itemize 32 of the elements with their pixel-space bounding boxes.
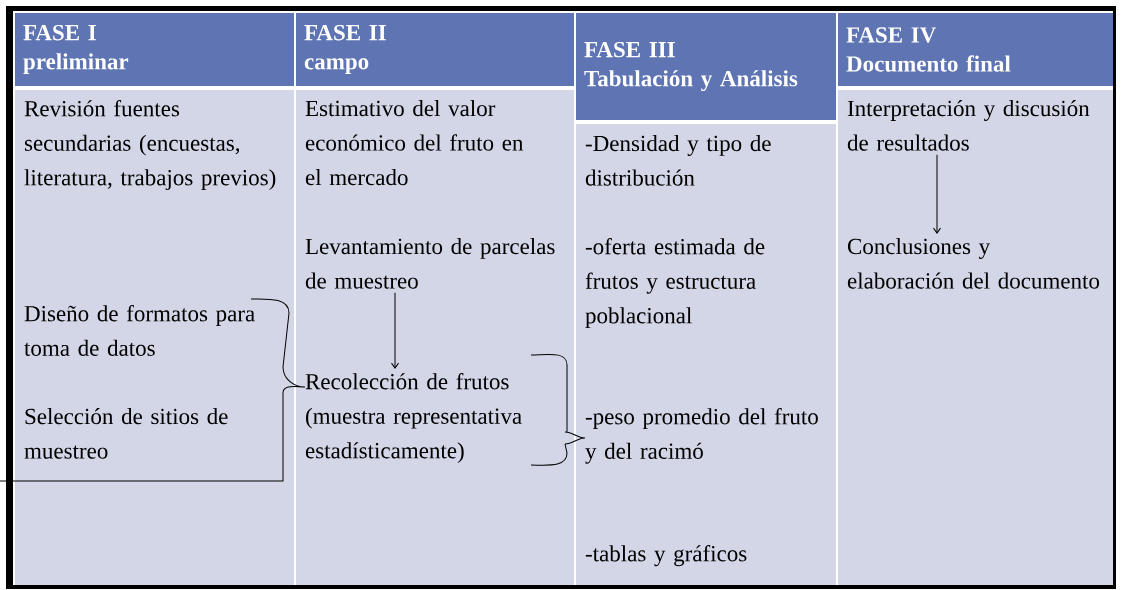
phase-header: FASE III Tabulación y Análisis — [576, 13, 836, 120]
node-label: preliminar — [23, 53, 129, 75]
step-text: -oferta estimada de frutos y estructura poblacional — [585, 238, 765, 329]
step-text: Diseño de formatos para toma de datos — [24, 305, 255, 356]
brace — [0, 298, 306, 482]
node-label: campo — [304, 58, 369, 75]
step-text: Levantamiento de parcelas de muestreo — [305, 238, 555, 289]
arrow — [933, 154, 941, 234]
arrow — [391, 292, 399, 369]
step-text: Recolección de frutos (muestra representativa estadísticamente) — [305, 373, 522, 464]
phase-header: FASE I preliminar — [15, 13, 294, 86]
step-text: Interpretación y discusión de resultados — [847, 100, 1090, 151]
step-text: Revisión fuentes secundarias (encuestas, literatura, trabajos previos) — [24, 100, 276, 191]
column-panel — [296, 90, 574, 585]
step-text: Conclusiones y elaboración del documento — [847, 238, 1100, 289]
node-label: Documento final — [846, 55, 1011, 72]
step-text: Selección de sitios de muestreo — [24, 408, 228, 459]
node-label: Tabulación y Análisis — [584, 70, 798, 92]
node-label: FASE II — [304, 24, 386, 41]
node-label: FASE I — [23, 24, 96, 41]
node-label: FASE IV — [846, 27, 937, 43]
column-panel — [838, 90, 1113, 585]
step-text: -tablas y gráficos — [585, 545, 747, 567]
node-label: FASE III — [584, 41, 675, 58]
brace — [530, 353, 586, 466]
phase-header: FASE II campo — [296, 13, 574, 86]
column-panel — [576, 124, 836, 585]
column-panel — [15, 90, 294, 585]
step-text: -peso promedio del fruto y del racimó — [585, 408, 818, 464]
step-text: -Densidad y tipo de distribución — [585, 135, 771, 186]
phase-header: FASE IV Documento final — [838, 13, 1113, 86]
step-text: Estimativo del valor económico del fruto en el mercado — [305, 100, 524, 186]
